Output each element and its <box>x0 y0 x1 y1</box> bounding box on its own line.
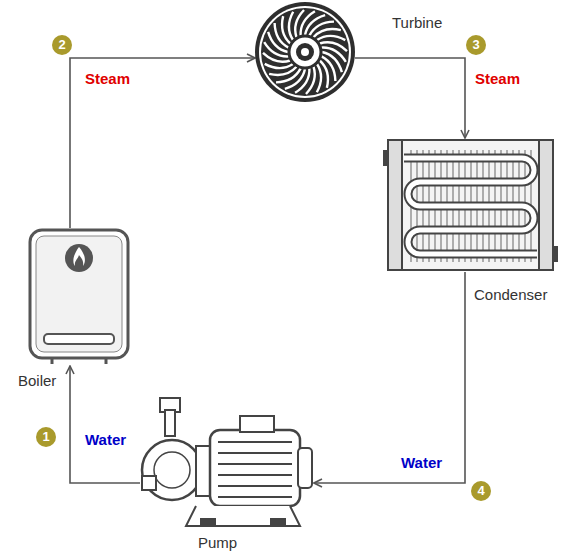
equipment-label: Boiler <box>16 372 58 390</box>
flow-connector <box>70 366 140 483</box>
pump-node: Pump <box>140 396 314 528</box>
condenser-symbol <box>383 140 558 270</box>
flow-connector <box>314 272 465 483</box>
callout-number: 2 <box>52 35 72 55</box>
fluid-label: Steam <box>84 70 131 88</box>
callout-number: 1 <box>36 427 56 447</box>
equipment-label: Turbine <box>390 14 444 32</box>
turbine-node: Turbine <box>255 2 355 102</box>
callout-number: 3 <box>466 35 486 55</box>
condenser-node: Condenser <box>386 138 556 272</box>
fluid-label: Water <box>84 431 127 449</box>
fluid-label: Water <box>400 454 443 472</box>
flow-connector <box>355 58 465 138</box>
callout-number: 4 <box>471 481 491 501</box>
equipment-label: Pump <box>196 534 239 552</box>
boiler-symbol <box>30 230 128 364</box>
turbine-symbol <box>255 2 355 102</box>
pump-symbol <box>142 398 312 526</box>
equipment-label: Condenser <box>472 286 549 304</box>
boiler-node: Boiler <box>28 228 130 366</box>
fluid-label: Steam <box>474 70 521 88</box>
flow-connector <box>70 58 255 228</box>
